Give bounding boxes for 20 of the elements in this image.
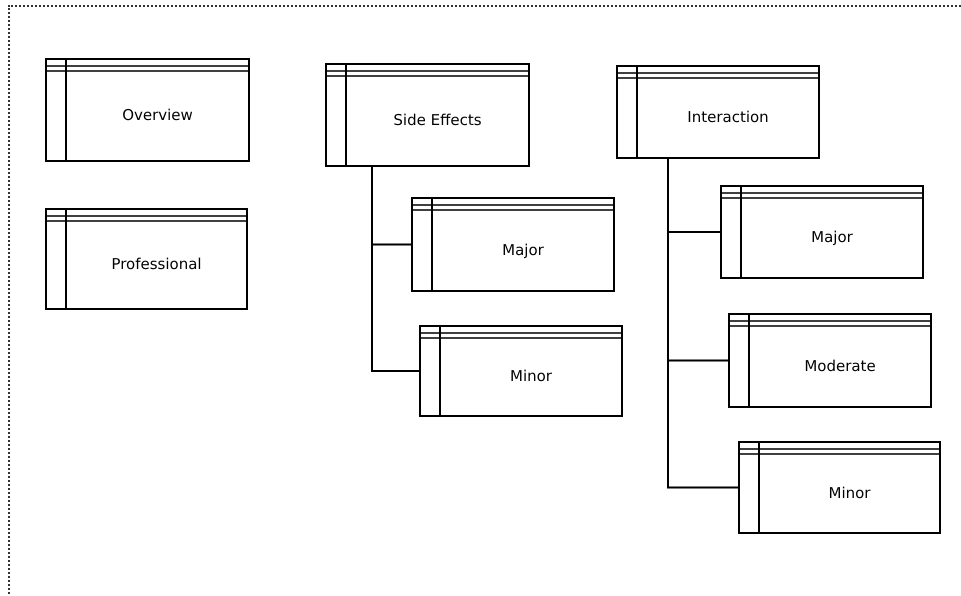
table-box [419, 325, 623, 417]
table-box [45, 208, 248, 310]
box-label: Overview [122, 105, 193, 126]
box-label: Professional [111, 254, 202, 276]
box-label: Moderate [804, 356, 876, 377]
connector-line [667, 159, 738, 488]
table-box [728, 313, 932, 408]
table-box [720, 185, 924, 279]
table-box [411, 197, 615, 292]
box-label: Side Effects [393, 110, 482, 132]
box-label: Minor [510, 366, 552, 388]
table-box [738, 441, 941, 534]
table-box [616, 65, 820, 159]
box-label: Interaction [687, 107, 769, 128]
box-label: Minor [828, 482, 870, 504]
table-box [325, 63, 530, 167]
box-label: Major [502, 240, 544, 261]
box-label: Major [811, 227, 853, 248]
connector-line [371, 167, 419, 372]
table-box [45, 58, 250, 162]
